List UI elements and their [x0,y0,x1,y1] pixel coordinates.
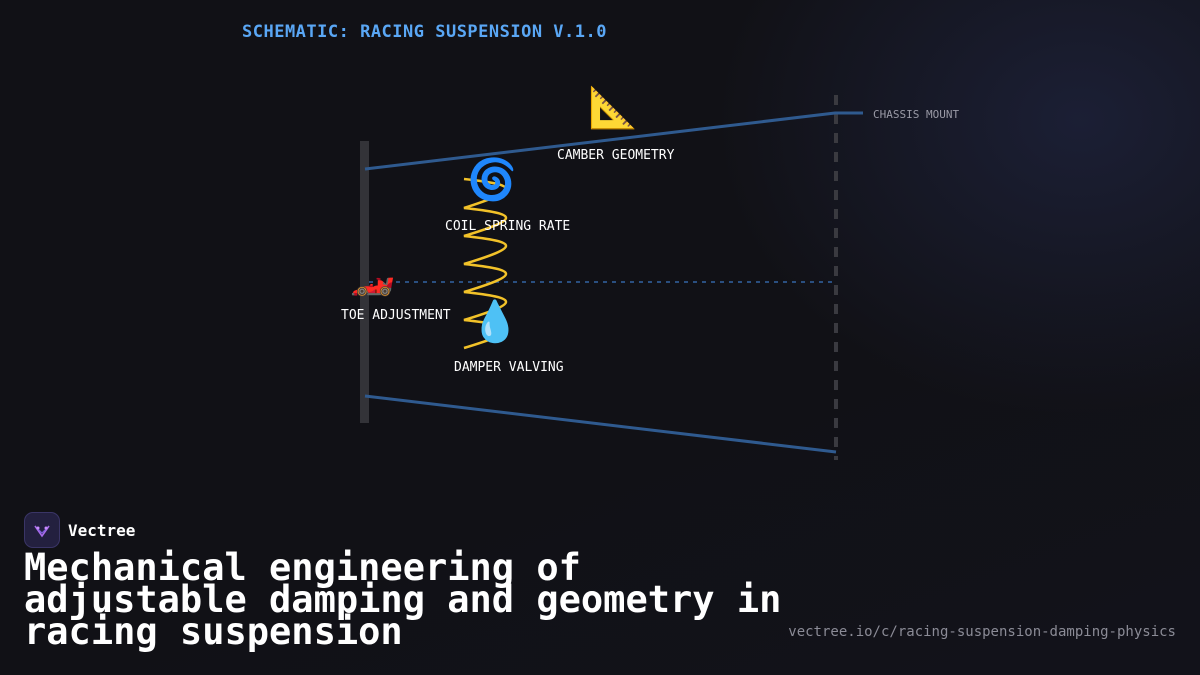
diagram-title: SCHEMATIC: RACING SUSPENSION V.1.0 [242,22,607,42]
source-url: vectree.io/c/racing-suspension-damping-p… [788,624,1176,640]
vectree-logo-icon [24,512,60,548]
headline: Mechanical engineering of adjustable dam… [24,546,782,653]
damper-valving-label: DAMPER VALVING [454,360,564,375]
toe-adjustment-label: TOE ADJUSTMENT [341,308,451,323]
race-car-icon: 🏎️ [350,257,395,298]
upright-bar [360,141,369,423]
chassis-mount-label: CHASSIS MOUNT [873,108,960,121]
brand: Vectree [24,512,135,548]
coil-spring-rate-label: COIL SPRING RATE [445,219,571,234]
lower-control-arm [364,394,837,454]
brand-name: Vectree [68,520,136,540]
vectree-logo-mark [34,525,50,538]
cyclone-icon: 🌀 [467,157,517,203]
coil-spring [463,177,507,350]
droplet-icon: 💧 [470,299,520,345]
upper-control-arm [364,111,863,171]
camber-geometry-label: CAMBER GEOMETRY [557,148,675,163]
triangular-ruler-icon: 📐 [588,85,638,131]
